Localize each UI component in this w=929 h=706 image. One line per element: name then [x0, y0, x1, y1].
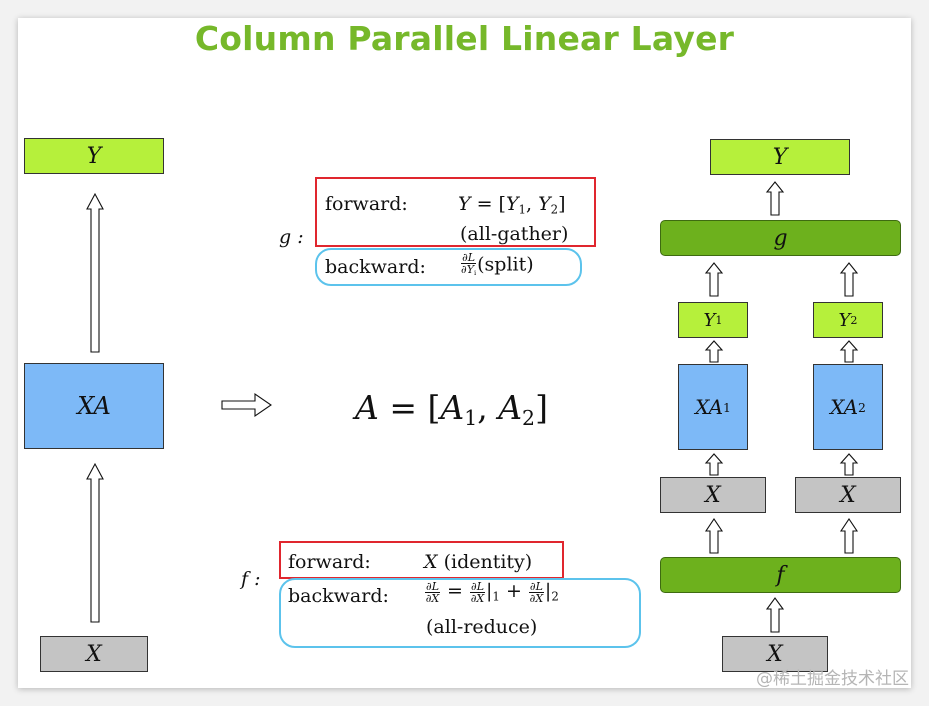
f-backward-note: (all-reduce): [426, 616, 538, 638]
arrow-x-to-f: [765, 597, 785, 633]
implies-arrow: [221, 392, 272, 418]
f-label: f :: [241, 568, 261, 590]
f-backward-frame: [279, 578, 641, 648]
left-xa-box: XA: [24, 363, 164, 449]
g-op-box: g: [660, 220, 901, 256]
arrow-xa2-to-y2: [839, 340, 859, 363]
f-forward-expr: X (identity): [424, 551, 533, 573]
arrow-y2-to-g: [839, 262, 859, 297]
f-forward-label: forward:: [288, 551, 371, 573]
g-backward-fraction: ∂L∂Yi: [461, 251, 477, 278]
arrow-f-to-x2: [839, 518, 859, 554]
g-label: g :: [279, 226, 304, 248]
left-input-x-box: X: [40, 636, 148, 672]
slide-title: Column Parallel Linear Layer: [194, 19, 735, 58]
g-forward-note: (all-gather): [460, 223, 569, 245]
arrow-x2-to-xa2: [839, 453, 859, 476]
x-left-box: X: [660, 477, 766, 513]
equation-lhs: A: [355, 388, 379, 427]
equation-a2-sub: 2: [522, 406, 536, 431]
arrow-xa1-to-y1: [704, 340, 724, 363]
g-forward-frame: [315, 177, 596, 247]
equation-a2: A: [498, 388, 523, 427]
g-backward-label: backward:: [325, 256, 426, 278]
left-output-y-box: Y: [24, 138, 164, 174]
x-right-box: X: [795, 477, 901, 513]
equation-a1: A: [440, 388, 465, 427]
g-forward-label: forward:: [325, 193, 408, 215]
g-backward-expr: ∂L∂Yi(split): [461, 251, 534, 278]
f-backward-expr: ∂L∂X = ∂L∂X|1 + ∂L∂X|2: [425, 579, 559, 605]
f-backward-label: backward:: [288, 585, 389, 607]
arrow-y1-to-g: [704, 262, 724, 297]
equation-a1-sub: 1: [464, 406, 478, 431]
left-up-arrow-top: [86, 192, 104, 353]
arrow-x1-to-xa1: [704, 453, 724, 476]
partition-equation: A = [A1, A2]: [355, 388, 548, 431]
right-output-y-box: Y: [710, 139, 850, 175]
right-input-x-box: X: [722, 636, 828, 672]
watermark: @稀土掘金技术社区: [756, 669, 909, 689]
f-op-box: f: [660, 557, 901, 593]
arrow-g-to-y: [765, 181, 785, 216]
arrow-f-to-x1: [704, 518, 724, 554]
left-up-arrow-bottom: [86, 462, 104, 623]
g-backward-frame: [315, 248, 582, 286]
g-forward-expr: Y = [Y1, Y2]: [458, 193, 566, 217]
